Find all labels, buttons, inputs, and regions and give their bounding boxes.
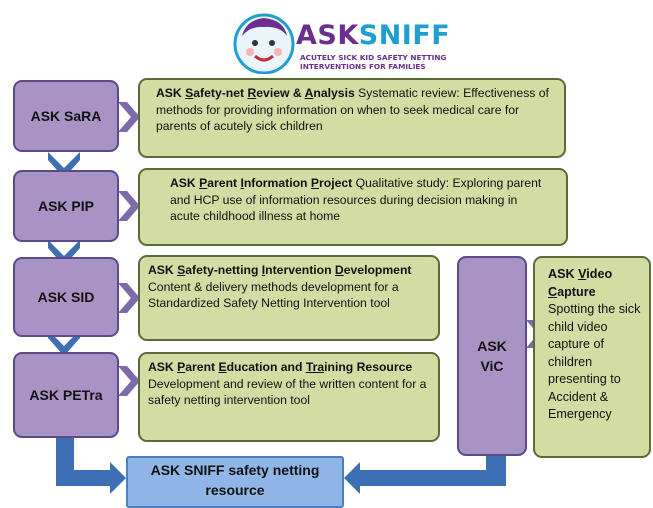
final-resource-line2: resource xyxy=(205,482,265,498)
stage-title-petra: ASK Parent Education and Training Resour… xyxy=(148,360,413,374)
stage-title-pip: ASK Parent Information Project xyxy=(170,176,353,190)
stage-text-sid: Content & delivery methods development f… xyxy=(148,279,399,311)
stage-title-sara: ASK Safety-net Review & Analysis xyxy=(156,86,355,100)
stage-text-pip: Qualitative study: Exploring parent and … xyxy=(170,176,542,223)
stage-box-vic: ASK ViC xyxy=(457,256,527,456)
logo-face-icon xyxy=(233,13,295,74)
stage-box-sara: ASK SaRA xyxy=(13,80,119,152)
connector-arrow-pip xyxy=(118,191,140,221)
down-arrow-3 xyxy=(48,330,80,356)
logo-wordmark: ASKSNIFF xyxy=(296,20,450,51)
stage-desc-pip: ASK Parent Information Project Qualitati… xyxy=(138,168,568,246)
logo-sniff-text: SNIFF xyxy=(358,20,451,51)
stage-desc-sara: ASK Safety-net Review & Analysis Systema… xyxy=(138,78,566,158)
connector-arrow-petra xyxy=(118,366,140,396)
logo-ask-text: ASK xyxy=(296,20,359,51)
stage-title-sid: ASK Safety-netting Intervention Developm… xyxy=(148,263,412,277)
stage-title-vic: ASK Video Capture xyxy=(548,267,613,299)
connector-arrow-sara xyxy=(118,102,140,132)
stage-box-petra: ASK PETra xyxy=(13,352,119,438)
final-resource-box: ASK SNIFF safety netting resource xyxy=(126,456,344,508)
stage-text-sara: Systematic review: Effectiveness of meth… xyxy=(156,86,549,133)
connector-arrow-sid xyxy=(118,283,140,313)
stage-box-pip: ASK PIP xyxy=(13,170,119,242)
stage-text-petra: Development and review of the written co… xyxy=(148,376,427,408)
logo-tagline-line1: ACUTELY SICK KID SAFETY NETTING xyxy=(300,53,447,62)
vic-label-line2: ViC xyxy=(480,358,504,374)
stage-desc-sid: ASK Safety-netting Intervention Developm… xyxy=(138,255,440,341)
final-resource-line1: ASK SNIFF safety netting xyxy=(150,462,320,478)
stage-text-vic: Spotting the sick child video capture of… xyxy=(548,302,641,421)
bent-arrow-right xyxy=(344,456,506,494)
logo-tagline: ACUTELY SICK KID SAFETY NETTING INTERVEN… xyxy=(300,53,460,71)
stage-box-sid: ASK SID xyxy=(13,257,119,337)
vic-label-line1: ASK xyxy=(477,338,507,354)
bent-arrow-left xyxy=(56,438,126,494)
logo-tagline-line2: INTERVENTIONS FOR FAMILIES xyxy=(300,62,426,71)
stage-desc-petra: ASK Parent Education and Training Resour… xyxy=(138,352,440,442)
stage-desc-vic: ASK Video Capture Spotting the sick chil… xyxy=(533,256,651,458)
